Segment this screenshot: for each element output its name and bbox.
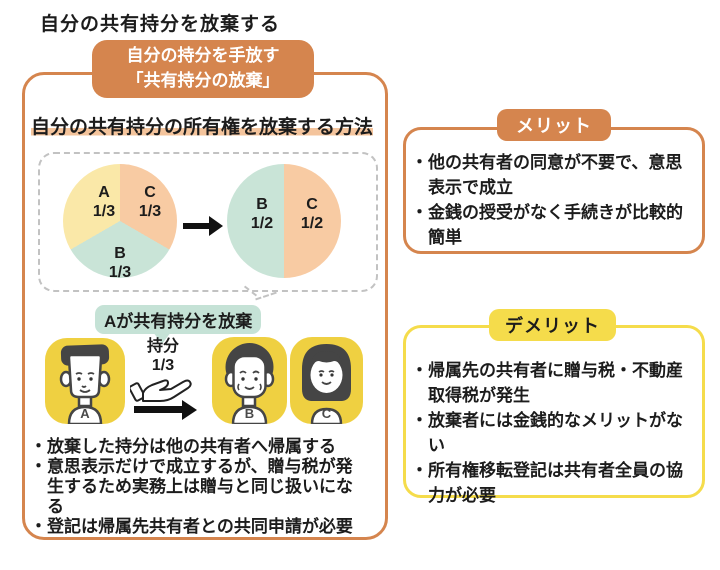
pie-label-c-before: C 1/3	[138, 184, 162, 220]
demerit-list: ・帰属先の共有者に贈与税・不動産 取得税が発生 ・放棄者には金銭的なメリットがな…	[411, 358, 699, 508]
merit-item: ・金銭の授受がなく手続きが比較的 簡単	[411, 203, 683, 247]
pie-label-b-after: B 1/2	[250, 196, 274, 232]
transfer-arrow-head-icon	[182, 400, 200, 420]
pie-label-b-before: B 1/3	[108, 245, 132, 281]
page-title: 自分の共有持分を放棄する	[40, 14, 281, 35]
pie-after-renounce	[227, 164, 341, 278]
panel-subtitle: 自分の共有持分の所有権を放棄する方法	[31, 112, 374, 139]
note-item: ・意思表示だけで成立するが、贈与税が発 生するため実務上は贈与と同じ扱いにな る	[30, 457, 353, 516]
merit-list: ・他の共有者の同意が不要で、意思 表示で成立 ・金銭の授受がなく手続きが比較的 …	[411, 150, 699, 250]
share-amount-label: 持分 1/3	[146, 338, 179, 375]
pie-before-renounce	[63, 164, 177, 278]
note-item: ・登記は帰属先共有者との共同申請が必要	[30, 517, 353, 536]
demerit-title-badge: デメリット	[489, 309, 616, 341]
demerit-item: ・放棄者には金銭的なメリットがない	[411, 411, 683, 455]
person-c-letter: C	[321, 406, 332, 421]
merit-item: ・他の共有者の同意が不要で、意思 表示で成立	[411, 153, 683, 197]
panel-header-badge: 自分の持分を手放す 「共有持分の放棄」	[92, 40, 314, 98]
person-a-icon	[59, 344, 111, 424]
person-b-icon	[224, 343, 275, 424]
avatar-person-b: B	[212, 337, 287, 424]
renounce-action-label: Aが共有持分を放棄	[95, 305, 262, 334]
transfer-arrow-icon	[134, 406, 182, 413]
person-c-icon	[302, 344, 351, 424]
panel-notes-list: ・放棄した持分は他の共有者へ帰属する ・意思表示だけで成立するが、贈与税が発 生…	[30, 437, 386, 537]
ownership-change-bubble	[38, 152, 378, 292]
panel-subtitle-text: 自分の共有持分の所有権を放棄する方法	[31, 117, 374, 138]
pie-label-a: A 1/3	[92, 184, 116, 220]
person-b-letter: B	[244, 406, 255, 421]
transform-arrow-head-icon	[209, 216, 226, 236]
pie-label-c-after: C 1/2	[300, 196, 324, 232]
demerit-item: ・所有権移転登記は共有者全員の協 力が必要	[411, 461, 683, 505]
transform-arrow-icon	[183, 223, 209, 229]
demerit-item: ・帰属先の共有者に贈与税・不動産 取得税が発生	[411, 361, 683, 405]
avatar-person-c: C	[290, 337, 363, 424]
merit-title-badge: メリット	[497, 109, 611, 141]
avatar-person-a: A	[45, 338, 125, 424]
giving-hand-icon	[130, 379, 192, 402]
person-a-letter: A	[80, 406, 90, 421]
note-item: ・放棄した持分は他の共有者へ帰属する	[30, 437, 336, 456]
